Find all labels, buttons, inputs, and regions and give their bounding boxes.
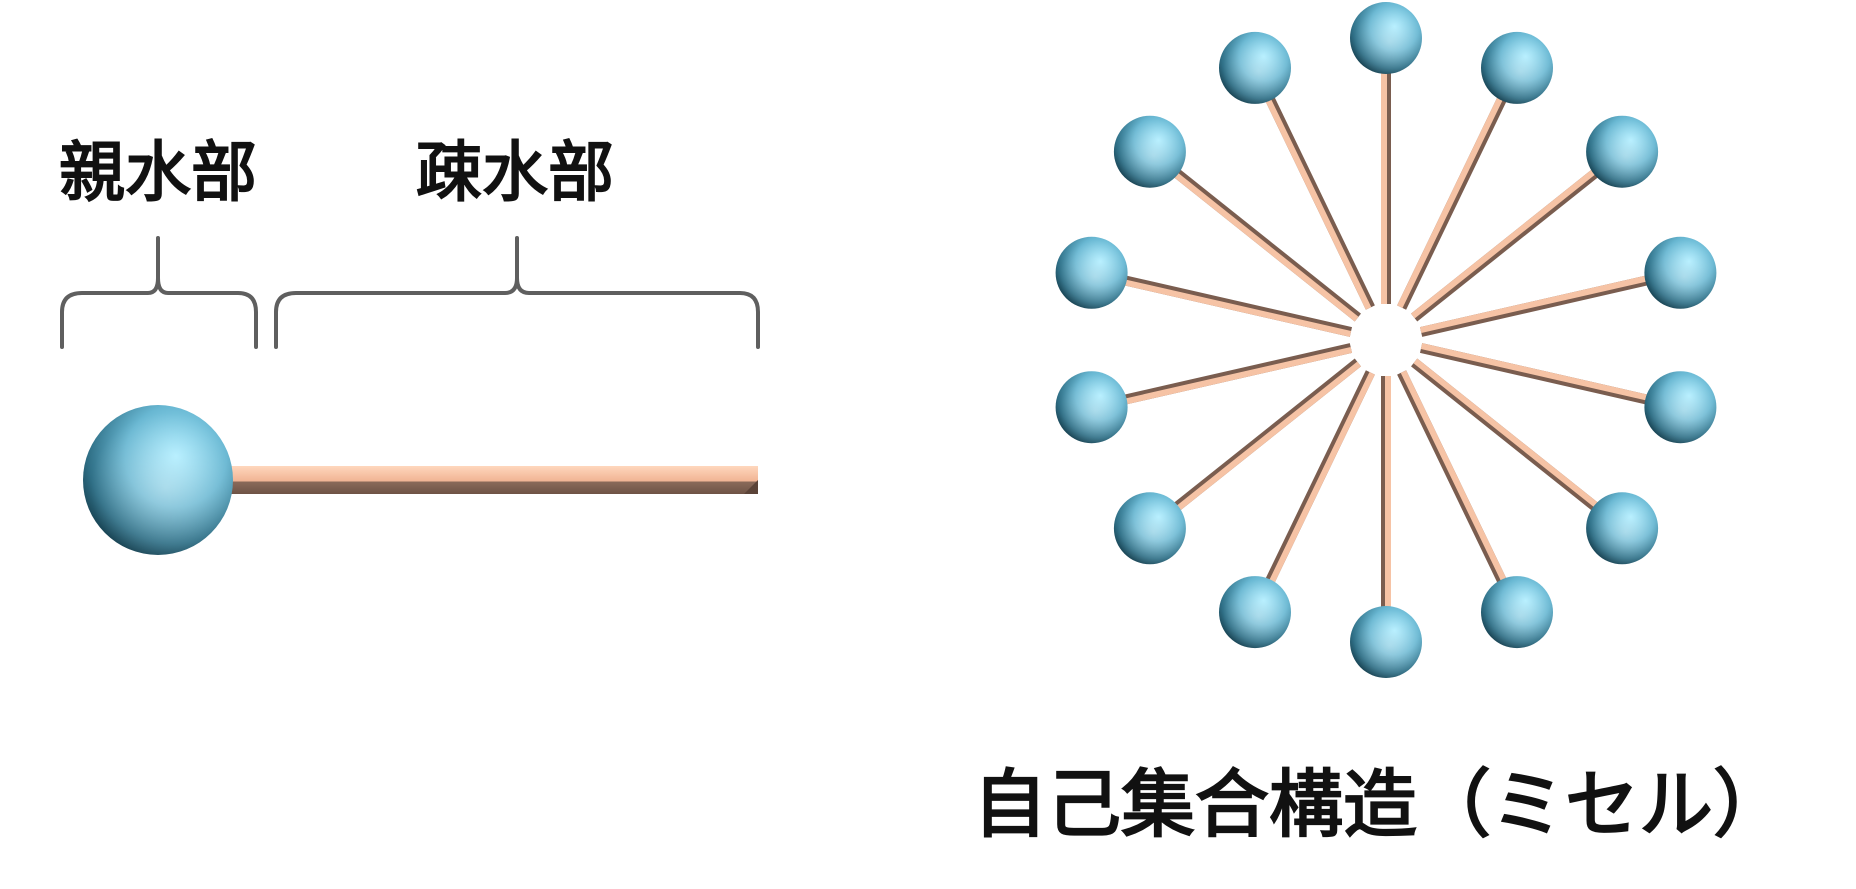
micelle-tail: [1090, 267, 1353, 337]
surfactant-molecule: 親水部 疎水部: [59, 134, 760, 555]
micelle-core: [1352, 306, 1420, 374]
micelle-tail: [1090, 343, 1353, 413]
micelle-tail: [1419, 343, 1682, 413]
hydrophobic-brace: [274, 236, 760, 349]
micelle: [1055, 2, 1717, 678]
micelle-tail: [1419, 267, 1682, 337]
hydrophobic-label: 疎水部: [416, 134, 614, 211]
micelle-caption: 自己集合構造（ミセル）: [973, 762, 1787, 848]
micelle-tail: [1411, 147, 1626, 322]
hydrophobic-tail: [228, 466, 758, 494]
micelle-tail: [1250, 65, 1375, 310]
micelle-tail: [1397, 370, 1522, 615]
micelle-tail: [1411, 358, 1626, 533]
hydrophilic-brace: [60, 236, 258, 349]
micelle-tail: [1146, 147, 1361, 322]
micelle-tail: [1250, 370, 1375, 615]
micelle-tail: [1397, 65, 1522, 310]
micelle-tail: [1381, 376, 1391, 642]
hydrophilic-label: 親水部: [59, 134, 257, 211]
micelle-tail: [1146, 358, 1361, 533]
micelle-tail: [1381, 38, 1391, 304]
